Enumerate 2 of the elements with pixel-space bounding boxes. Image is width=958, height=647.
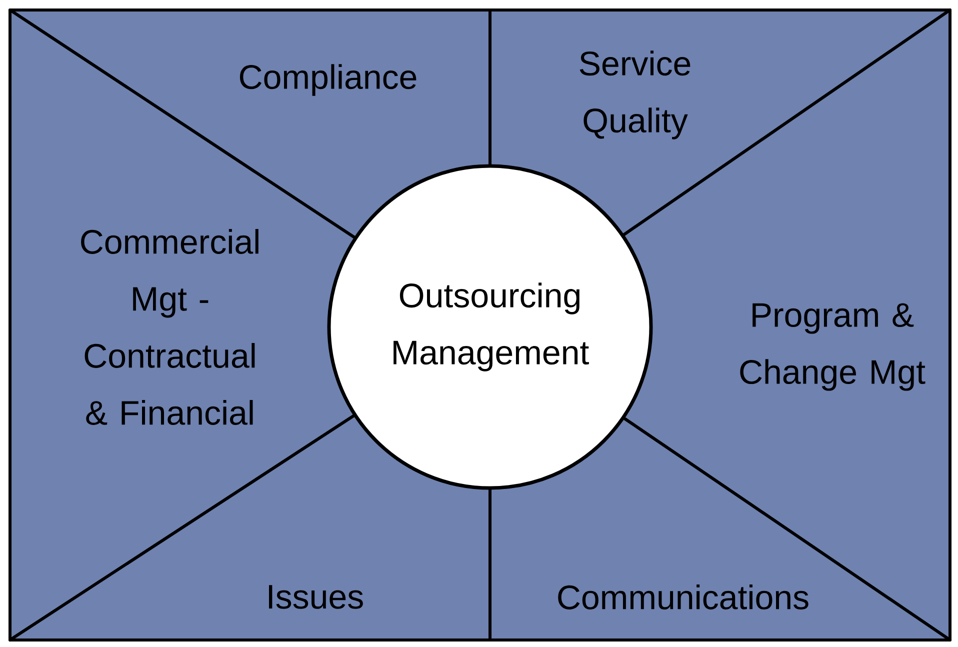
sector-region: Service Quality [488, 8, 952, 238]
sector-region: Communications [488, 416, 952, 642]
